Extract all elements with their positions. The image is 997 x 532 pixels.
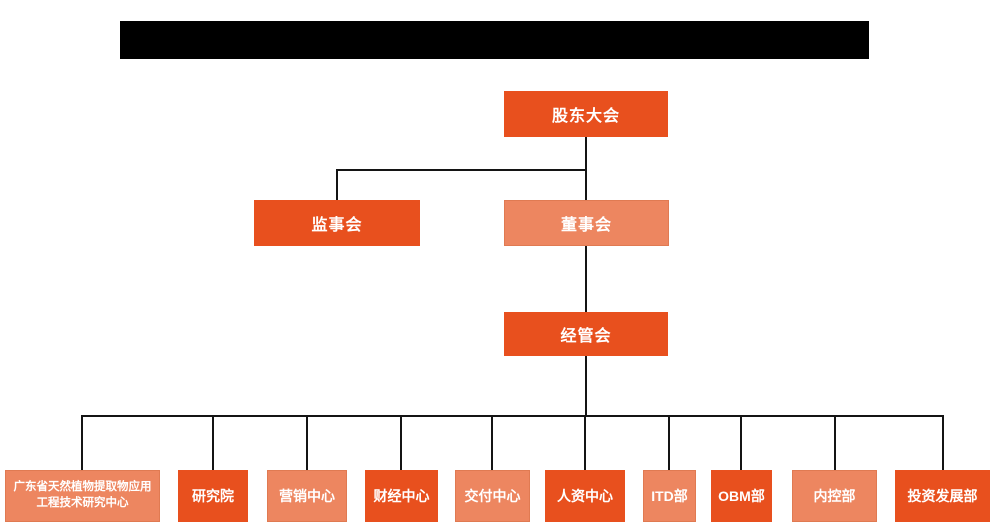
connector-dept-drop [212,415,214,470]
node-dept-research-institute: 研究院 [178,470,248,522]
node-dept-marketing-center: 营销中心 [267,470,347,522]
node-board-of-directors: 董事会 [504,200,669,246]
connector-dept-drop [668,415,670,470]
node-dept-finance-center: 财经中心 [365,470,438,522]
connector-dept-drop [584,415,586,470]
redacted-title-bar [120,21,869,59]
connector-root-down [585,137,587,171]
node-dept-investment-development: 投资发展部 [895,470,990,522]
connector-supervisory-drop [336,169,338,200]
connector-board-to-mgmt [585,246,587,312]
connector-dept-drop [306,415,308,470]
connector-dept-drop [81,415,83,470]
node-management-committee: 经管会 [504,312,668,356]
connector-dept-drop [400,415,402,470]
node-dept-delivery-center: 交付中心 [455,470,530,522]
node-dept-research-center: 广东省天然植物提取物应用工程技术研究中心 [5,470,160,522]
connector-board-drop [585,169,587,200]
connector-dept-drop [740,415,742,470]
connector-dept-drop [491,415,493,470]
node-dept-internal-control: 内控部 [792,470,877,522]
node-dept-hr-center: 人资中心 [545,470,625,522]
node-dept-itd: ITD部 [643,470,696,522]
node-shareholders-meeting: 股东大会 [504,91,668,137]
connector-branch-horizontal [336,169,587,171]
connector-dept-drop [942,415,944,470]
node-supervisory-board: 监事会 [254,200,420,246]
connector-dept-drop [834,415,836,470]
connector-bottom-horizontal [81,415,944,417]
connector-mgmt-down [585,356,587,417]
node-dept-obm: OBM部 [711,470,772,522]
